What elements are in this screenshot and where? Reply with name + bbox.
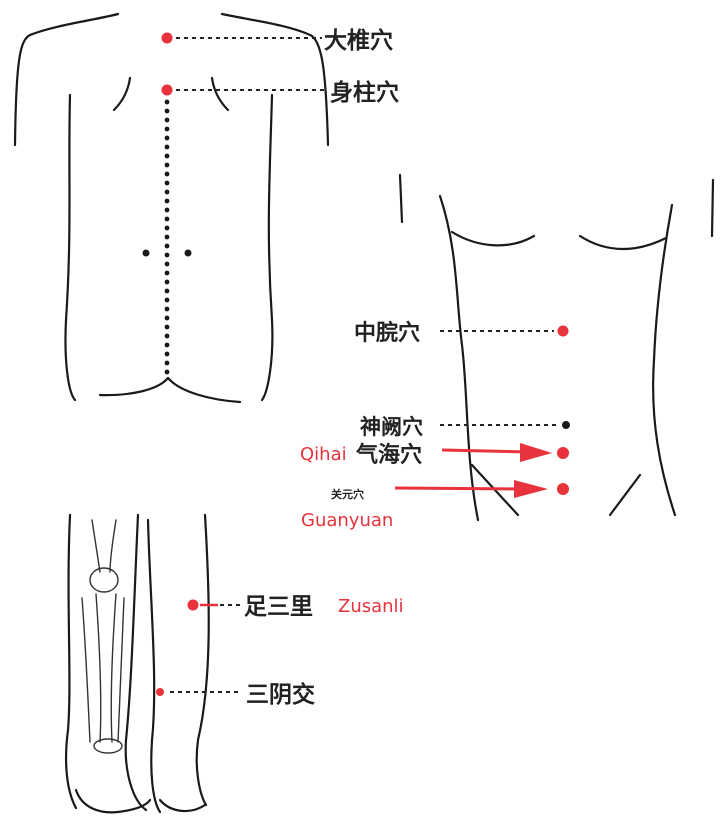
spine-dot	[164, 333, 170, 339]
back-buttock-left	[98, 376, 170, 397]
left-femur	[91, 519, 101, 573]
right-leg-outer	[146, 518, 162, 814]
qihai-english-label: Qihai	[300, 444, 347, 465]
zhongwan-point	[557, 325, 569, 337]
left-tibia-2	[110, 593, 117, 743]
spine-dot	[164, 261, 170, 267]
spine-dot	[164, 225, 170, 231]
left-fibula-2	[117, 597, 125, 743]
torso-groin-right	[608, 473, 642, 517]
dazhui-point	[161, 32, 173, 44]
shenzhu-point	[161, 84, 173, 96]
guanyuan-english-label: Guanyuan	[301, 510, 393, 531]
left-leg-outer	[64, 513, 78, 810]
spine-dot	[164, 153, 170, 159]
spine-dot	[164, 369, 170, 375]
torso-arm-left	[398, 173, 404, 224]
spine-dot	[164, 198, 170, 204]
spine-dot	[164, 144, 170, 150]
spine-dot	[164, 297, 170, 303]
spine-dot	[164, 216, 170, 222]
zhongwan-label: 中脘穴	[354, 320, 420, 346]
spine-dot	[164, 288, 170, 294]
shenque-point	[562, 421, 570, 429]
qihai-arrowhead	[520, 443, 552, 462]
left-fibula	[81, 597, 91, 743]
right-foot	[158, 798, 207, 813]
lumbar-dot-right	[184, 249, 192, 257]
guanyuan-arrowhead	[514, 480, 548, 498]
torso-arm-right	[710, 178, 715, 238]
spine-dot	[164, 99, 170, 105]
spine-dot	[164, 126, 170, 132]
spine-dot	[164, 252, 170, 258]
torso-chest-left	[450, 230, 536, 247]
spine-dot	[164, 351, 170, 357]
zusanli-label: 足三里	[244, 594, 313, 620]
back-scapula-left	[112, 76, 132, 112]
guanyuan-label: 关元穴	[331, 487, 364, 501]
back-scapula-right	[210, 76, 230, 112]
left-femur-2	[109, 519, 117, 573]
spine-dot	[164, 162, 170, 168]
spine-dot	[164, 171, 170, 177]
shenque-label: 神阙穴	[360, 415, 423, 439]
guanyuan-arrow-line	[394, 486, 523, 491]
left-kneecap	[89, 567, 119, 593]
torso-chest-right	[578, 234, 668, 251]
front-torso-figure	[398, 173, 715, 522]
qihai-arrow-line	[441, 448, 529, 454]
left-tibia	[95, 593, 102, 743]
back-buttock-right	[166, 376, 242, 404]
spine-dot	[164, 234, 170, 240]
spine-dot	[164, 306, 170, 312]
dazhui-label: 大椎穴	[324, 27, 393, 54]
torso-side-right	[652, 203, 677, 517]
left-leg-inner	[124, 513, 148, 812]
spine-dot	[164, 207, 170, 213]
guanyuan-point	[557, 483, 569, 495]
sanyinjiao-point	[156, 688, 164, 696]
sanyinjiao-label: 三阴交	[246, 681, 315, 708]
spine-dot	[164, 243, 170, 249]
spine-dot	[164, 324, 170, 330]
lumbar-dot-left	[142, 249, 150, 257]
qihai-point	[557, 447, 569, 459]
back-neck-right	[220, 12, 330, 147]
spine-dot	[164, 180, 170, 186]
spine-dot	[164, 279, 170, 285]
qihai-label: 气海穴	[355, 442, 422, 468]
back-right-side	[260, 93, 274, 402]
spine-dot	[164, 108, 170, 114]
back-neck-left	[13, 12, 120, 147]
spine-dot	[164, 360, 170, 366]
spine-dot	[164, 270, 170, 276]
right-leg-inner	[195, 513, 210, 807]
spine-dot	[164, 189, 170, 195]
left-ankle	[93, 738, 123, 754]
spine-dot	[164, 117, 170, 123]
torso-side-left	[438, 194, 480, 522]
zusanli-english-label: Zusanli	[338, 596, 404, 617]
shenzhu-label: 身柱穴	[330, 79, 399, 106]
back-left-side	[64, 93, 77, 402]
spine-dots	[164, 99, 170, 375]
spine-dot	[164, 135, 170, 141]
zusanli-point	[187, 599, 199, 611]
back-figure	[13, 12, 330, 404]
spine-dot	[164, 315, 170, 321]
spine-dot	[164, 342, 170, 348]
left-foot	[74, 788, 152, 814]
legs-figure	[64, 513, 210, 814]
